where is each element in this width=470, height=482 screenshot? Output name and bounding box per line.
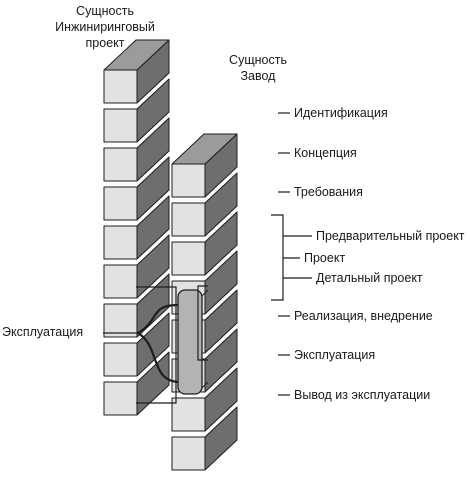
plant-operation-bracket	[197, 285, 208, 361]
brick-front-face	[171, 436, 206, 471]
brick-front-face	[171, 163, 206, 198]
brick-6	[171, 367, 238, 432]
brick-front-face	[171, 397, 206, 432]
brick-2	[171, 211, 238, 276]
brick-front-face	[103, 303, 138, 338]
curly-brace	[135, 303, 179, 384]
stage-decommissioning-label: Вывод из эксплуатации	[294, 388, 430, 402]
brick-front-face	[103, 264, 138, 299]
engineering-title-line-1: Сущность	[76, 4, 134, 18]
brick-front-face	[103, 69, 138, 104]
design-bracket	[271, 214, 284, 301]
engineering-span-bracket	[136, 286, 177, 404]
brick-1	[103, 78, 170, 143]
plant-title-line-1: Сущность	[229, 53, 287, 67]
brick-1	[171, 172, 238, 237]
stage-concept-label: Концепция	[294, 146, 357, 160]
brick-front-face	[103, 381, 138, 416]
brick-4	[103, 195, 170, 260]
brick-6	[103, 273, 170, 338]
brick-front-face	[103, 186, 138, 221]
engineering-project-column	[103, 39, 170, 416]
brick-8	[103, 351, 170, 416]
brick-front-face	[103, 342, 138, 377]
brick-0	[171, 133, 238, 198]
brick-front-face	[103, 225, 138, 260]
stage-operation-label: Эксплуатация	[294, 348, 375, 362]
engineering-title-line-3: проект	[86, 36, 125, 50]
brick-front-face	[103, 147, 138, 182]
brick-5	[103, 234, 170, 299]
stage-preliminary-design-label: Предварительный проект	[316, 229, 465, 243]
brick-front-face	[171, 202, 206, 237]
brick-front-face	[103, 108, 138, 143]
stage-identification-label: Идентификация	[294, 106, 388, 120]
stage-requirements-label: Требования	[294, 185, 363, 199]
stage-detailed-design-label: Детальный проект	[316, 271, 423, 285]
left-operation-label: Эксплуатация	[2, 325, 83, 339]
stage-design-label: Проект	[304, 251, 345, 265]
plant-title-line-2: Завод	[241, 69, 277, 83]
stage-leaders	[278, 112, 312, 396]
stage-implementation-label: Реализация, внедрение	[294, 309, 433, 323]
brick-7	[103, 312, 170, 377]
engineering-title-line-2: Инжиниринговый	[55, 20, 155, 34]
brick-0	[103, 39, 170, 104]
brick-3	[103, 156, 170, 221]
connector-bar	[177, 289, 209, 395]
brick-2	[103, 117, 170, 182]
brick-front-face	[171, 241, 206, 276]
brick-7	[171, 406, 238, 471]
